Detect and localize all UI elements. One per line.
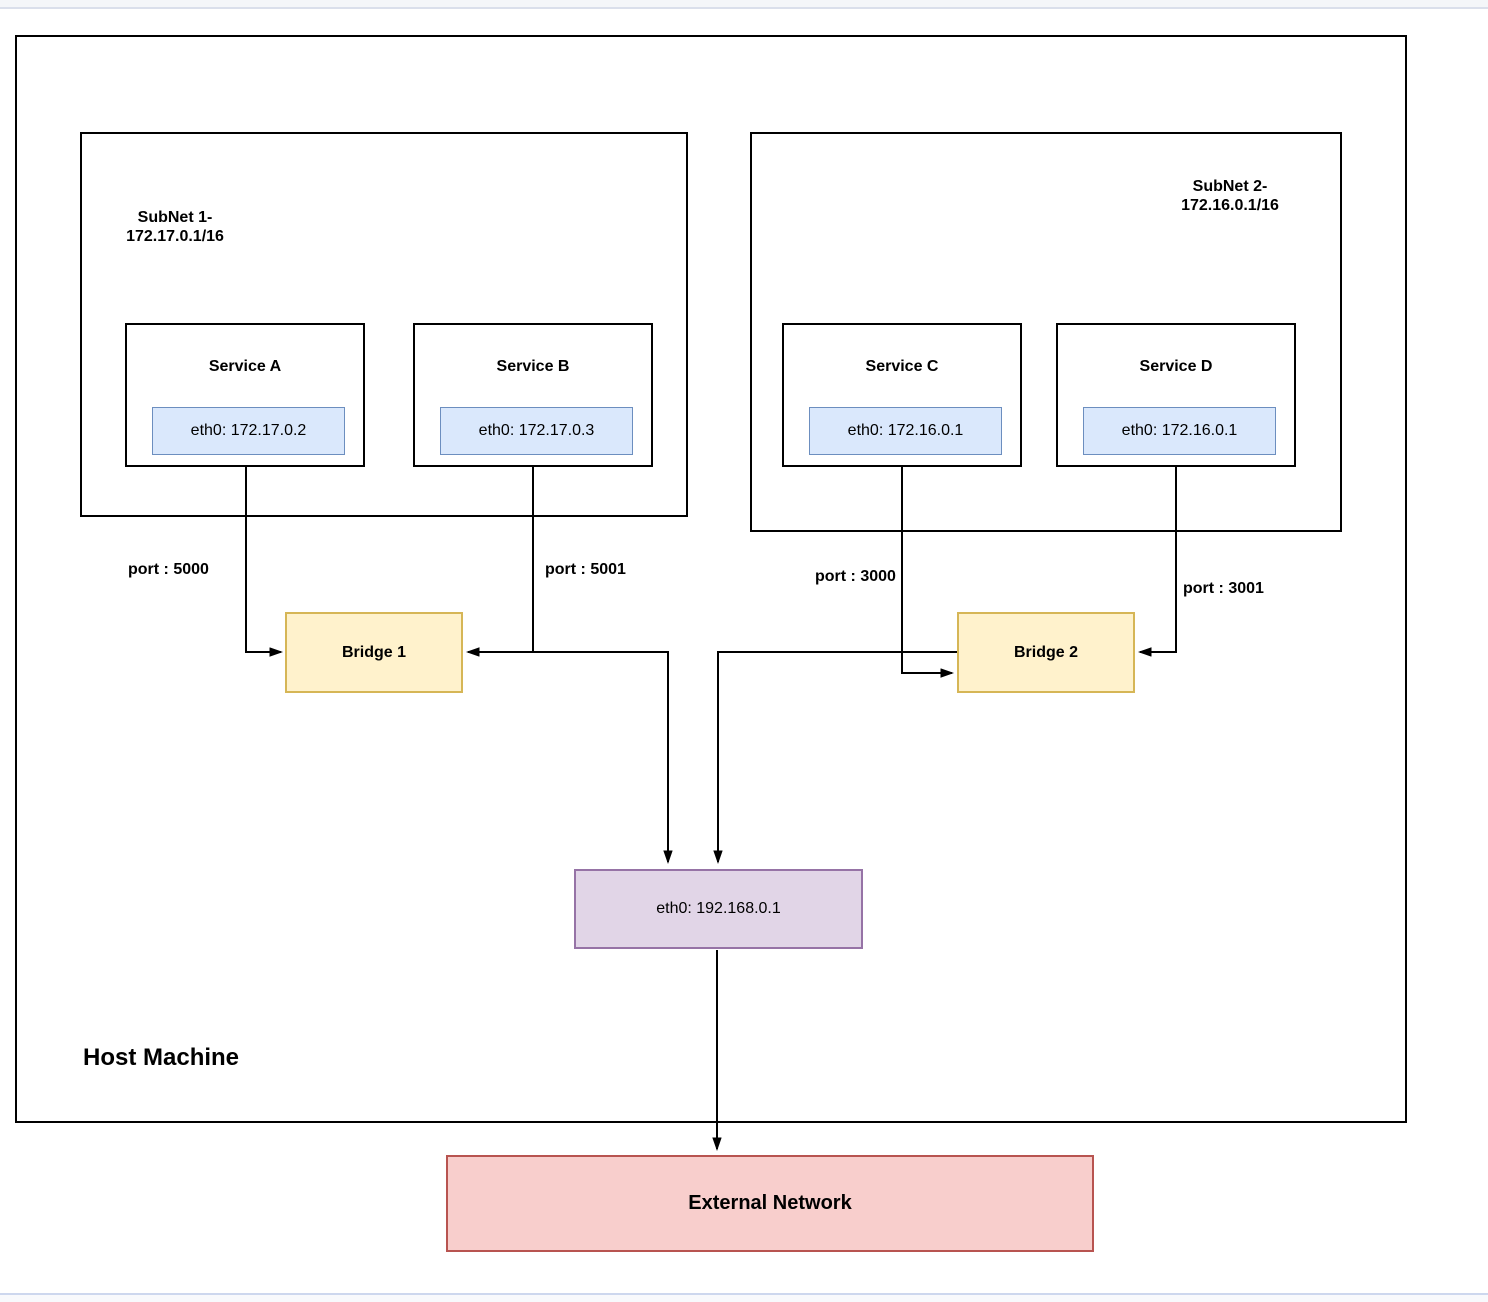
- service-a-label: Service A: [208, 358, 282, 375]
- service-b-box[interactable]: Service B eth0: 172.17.0.3: [413, 323, 653, 467]
- window-top-edge: [0, 0, 1488, 9]
- port-3000-label: port : 3000: [815, 568, 896, 585]
- service-c-label: Service C: [865, 358, 939, 375]
- service-d-box[interactable]: Service D eth0: 172.16.0.1: [1056, 323, 1296, 467]
- subnet1-label: SubNet 1- 172.17.0.1/16: [95, 208, 255, 246]
- bridge1-box[interactable]: Bridge 1: [285, 612, 463, 693]
- service-c-box[interactable]: Service C eth0: 172.16.0.1: [782, 323, 1022, 467]
- bridge2-label: Bridge 2: [1013, 643, 1078, 661]
- service-d-eth0-label: eth0: 172.16.0.1: [1121, 422, 1238, 439]
- host-eth0-label: eth0: 192.168.0.1: [656, 900, 781, 917]
- bridge1-label: Bridge 1: [341, 643, 406, 661]
- service-c-eth0-label: eth0: 172.16.0.1: [847, 422, 964, 439]
- host-eth0-box[interactable]: eth0: 192.168.0.1: [574, 869, 863, 949]
- port-3001-label: port : 3001: [1183, 580, 1264, 597]
- service-d-label: Service D: [1139, 358, 1213, 375]
- service-b-label: Service B: [496, 358, 570, 375]
- host-machine-label: Host Machine: [83, 1044, 240, 1071]
- service-d-eth0-chip[interactable]: eth0: 172.16.0.1: [1083, 407, 1276, 455]
- bridge2-box[interactable]: Bridge 2: [957, 612, 1135, 693]
- service-b-eth0-chip[interactable]: eth0: 172.17.0.3: [440, 407, 633, 455]
- external-network-box[interactable]: External Network: [446, 1155, 1094, 1252]
- service-b-eth0-label: eth0: 172.17.0.3: [478, 422, 595, 439]
- subnet2-label-line1: SubNet 2-: [1192, 178, 1268, 195]
- port-5001-label: port : 5001: [545, 561, 626, 578]
- external-network-label: External Network: [688, 1192, 852, 1214]
- service-a-eth0-label: eth0: 172.17.0.2: [190, 422, 307, 439]
- window-bottom-edge: [0, 1293, 1488, 1302]
- subnet1-label-line1: SubNet 1-: [137, 209, 213, 226]
- service-c-eth0-chip[interactable]: eth0: 172.16.0.1: [809, 407, 1002, 455]
- subnet2-label-line2: 172.16.0.1/16: [1181, 197, 1279, 214]
- service-a-box[interactable]: Service A eth0: 172.17.0.2: [125, 323, 365, 467]
- subnet1-label-line2: 172.17.0.1/16: [126, 228, 224, 245]
- port-5000-label: port : 5000: [128, 561, 209, 578]
- subnet2-label: SubNet 2- 172.16.0.1/16: [1150, 177, 1310, 215]
- service-a-eth0-chip[interactable]: eth0: 172.17.0.2: [152, 407, 345, 455]
